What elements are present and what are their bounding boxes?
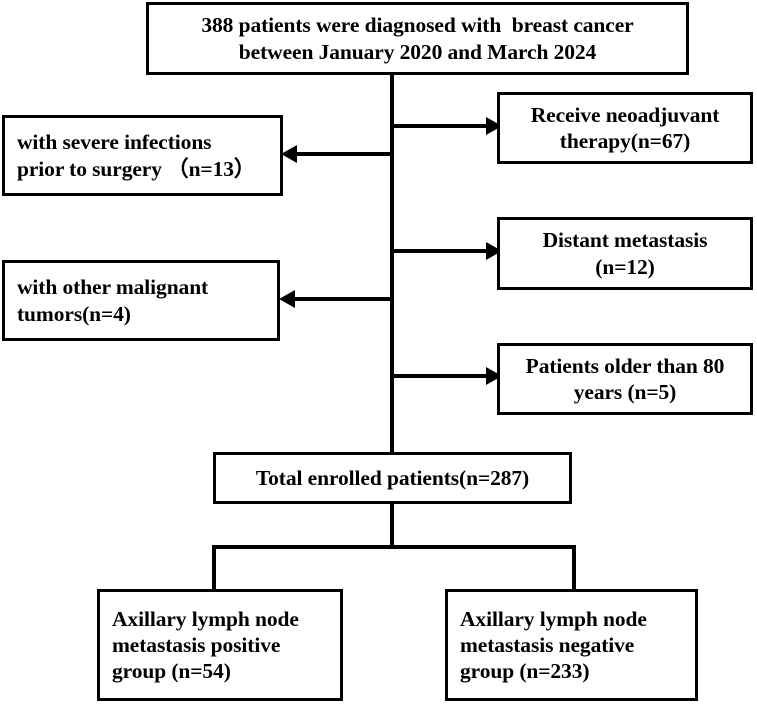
distant-metastasis-line-1: Distant metastasis [542, 228, 708, 253]
aln-negative-line-3: group (n=233) [460, 659, 590, 684]
neoadjuvant-therapy-line-2: therapy(n=67) [559, 129, 691, 153]
aln-positive-line-2: metastasis positive [112, 632, 281, 657]
edge-to-distant-metastasis [390, 249, 494, 253]
edge-to-severe-infections [293, 152, 392, 156]
edge-to-older-than-80 [390, 374, 494, 378]
arrowhead-other-malignant-tumors [279, 290, 295, 308]
older-than-80-box: Patients older than 80 years (n=5) [497, 343, 753, 415]
older-than-80-line-1: Patients older than 80 [525, 353, 725, 378]
neoadjuvant-therapy-box: Receive neoadjuvant therapy(n=67) [497, 92, 753, 164]
spine-main-vertical [390, 75, 394, 454]
aln-positive-group-box: Axillary lymph node metastasis positive … [97, 589, 343, 701]
enrollment-box-line-2: between January 2020 and March 2024 [238, 39, 597, 64]
other-malignant-tumors-line-1: with other malignant [17, 275, 209, 300]
edge-enrolled-to-split [390, 504, 394, 549]
total-enrolled-line-1: Total enrolled patients(n=287) [255, 465, 530, 490]
distant-metastasis-line-2: (n=12) [595, 254, 655, 279]
aln-negative-group-box: Axillary lymph node metastasis negative … [445, 589, 698, 701]
severe-infections-line-1: with severe infections [17, 130, 212, 155]
neoadjuvant-therapy-line-1: Receive neoadjuvant [530, 102, 720, 127]
total-enrolled-box: Total enrolled patients(n=287) [213, 452, 572, 504]
severe-infections-line-2: prior to surgery （n=13） [17, 156, 256, 181]
edge-to-neoadjuvant-therapy [390, 124, 494, 128]
other-malignant-tumors-line-2: tumors(n=4) [17, 301, 131, 326]
enrollment-box: 388 patients were diagnosed with breast … [146, 2, 689, 75]
arrowhead-severe-infections [281, 145, 297, 163]
severe-infections-box: with severe infections prior to surgery … [2, 115, 283, 196]
edge-split-to-aln-positive [212, 545, 216, 590]
edge-to-other-malignant-tumors [291, 297, 392, 301]
older-than-80-line-2: years (n=5) [573, 380, 677, 404]
aln-positive-line-1: Axillary lymph node [112, 606, 299, 631]
group-split-bar [212, 545, 576, 549]
aln-negative-line-2: metastasis negative [460, 632, 635, 657]
edge-split-to-aln-negative [572, 545, 576, 590]
aln-positive-line-3: group (n=54) [112, 659, 231, 684]
aln-negative-line-1: Axillary lymph node [460, 606, 647, 631]
enrollment-box-line-1: 388 patients were diagnosed with breast … [201, 13, 634, 38]
other-malignant-tumors-box: with other malignant tumors(n=4) [2, 260, 280, 341]
distant-metastasis-box: Distant metastasis (n=12) [497, 217, 753, 290]
